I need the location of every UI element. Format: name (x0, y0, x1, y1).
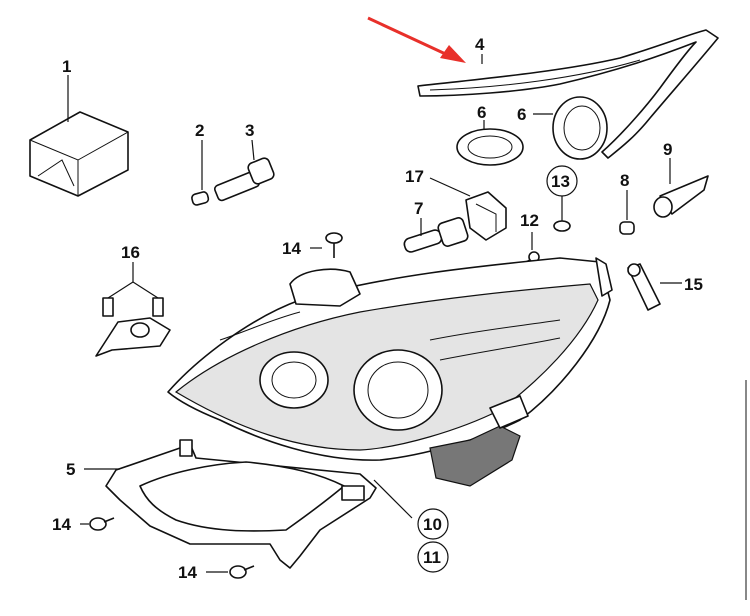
part-9-socket (653, 158, 709, 218)
callout-12: 12 (520, 211, 539, 230)
part-13-washer (546, 165, 578, 232)
highlight-arrow (367, 16, 466, 63)
callout-14-bottom: 14 (178, 563, 197, 582)
part-1-box (29, 75, 129, 197)
part-17-bracket (429, 177, 507, 241)
part-4-trim-strip (417, 29, 719, 159)
callout-5: 5 (66, 460, 75, 479)
callout-17: 17 (405, 167, 424, 186)
callout-11: 11 (423, 548, 441, 567)
part-8-bulb (619, 190, 635, 235)
callout-15: 15 (684, 275, 703, 294)
part-6-ring-right (533, 96, 608, 160)
callout-1: 1 (62, 57, 71, 76)
callout-6-left: 6 (477, 103, 486, 122)
callout-2: 2 (195, 121, 204, 140)
part-7-bulb (403, 217, 469, 253)
callout-14-left: 14 (52, 515, 71, 534)
part-10-11-circles (417, 508, 449, 573)
part-16-bracket-screws (95, 262, 171, 357)
part-6-ring-left (456, 120, 524, 166)
callout-14-top: 14 (282, 239, 301, 258)
headlight-housing (167, 257, 613, 487)
part-3-bulb-socket (214, 139, 275, 202)
part-5-frame (84, 439, 413, 569)
part-14-screw-left (80, 517, 115, 531)
part-14-screw-bottom (206, 565, 255, 579)
callout-3: 3 (245, 121, 254, 140)
callout-16: 16 (121, 243, 140, 262)
callout-13: 13 (551, 172, 570, 191)
callout-7: 7 (414, 199, 423, 218)
callout-10: 10 (423, 515, 442, 534)
part-15-lever (627, 263, 682, 311)
callout-4: 4 (475, 35, 485, 54)
callout-8: 8 (620, 171, 629, 190)
part-2-bulb (191, 140, 210, 206)
callout-6-right: 6 (517, 105, 526, 124)
part-14-screw-top (310, 232, 343, 258)
callout-9: 9 (663, 140, 672, 159)
